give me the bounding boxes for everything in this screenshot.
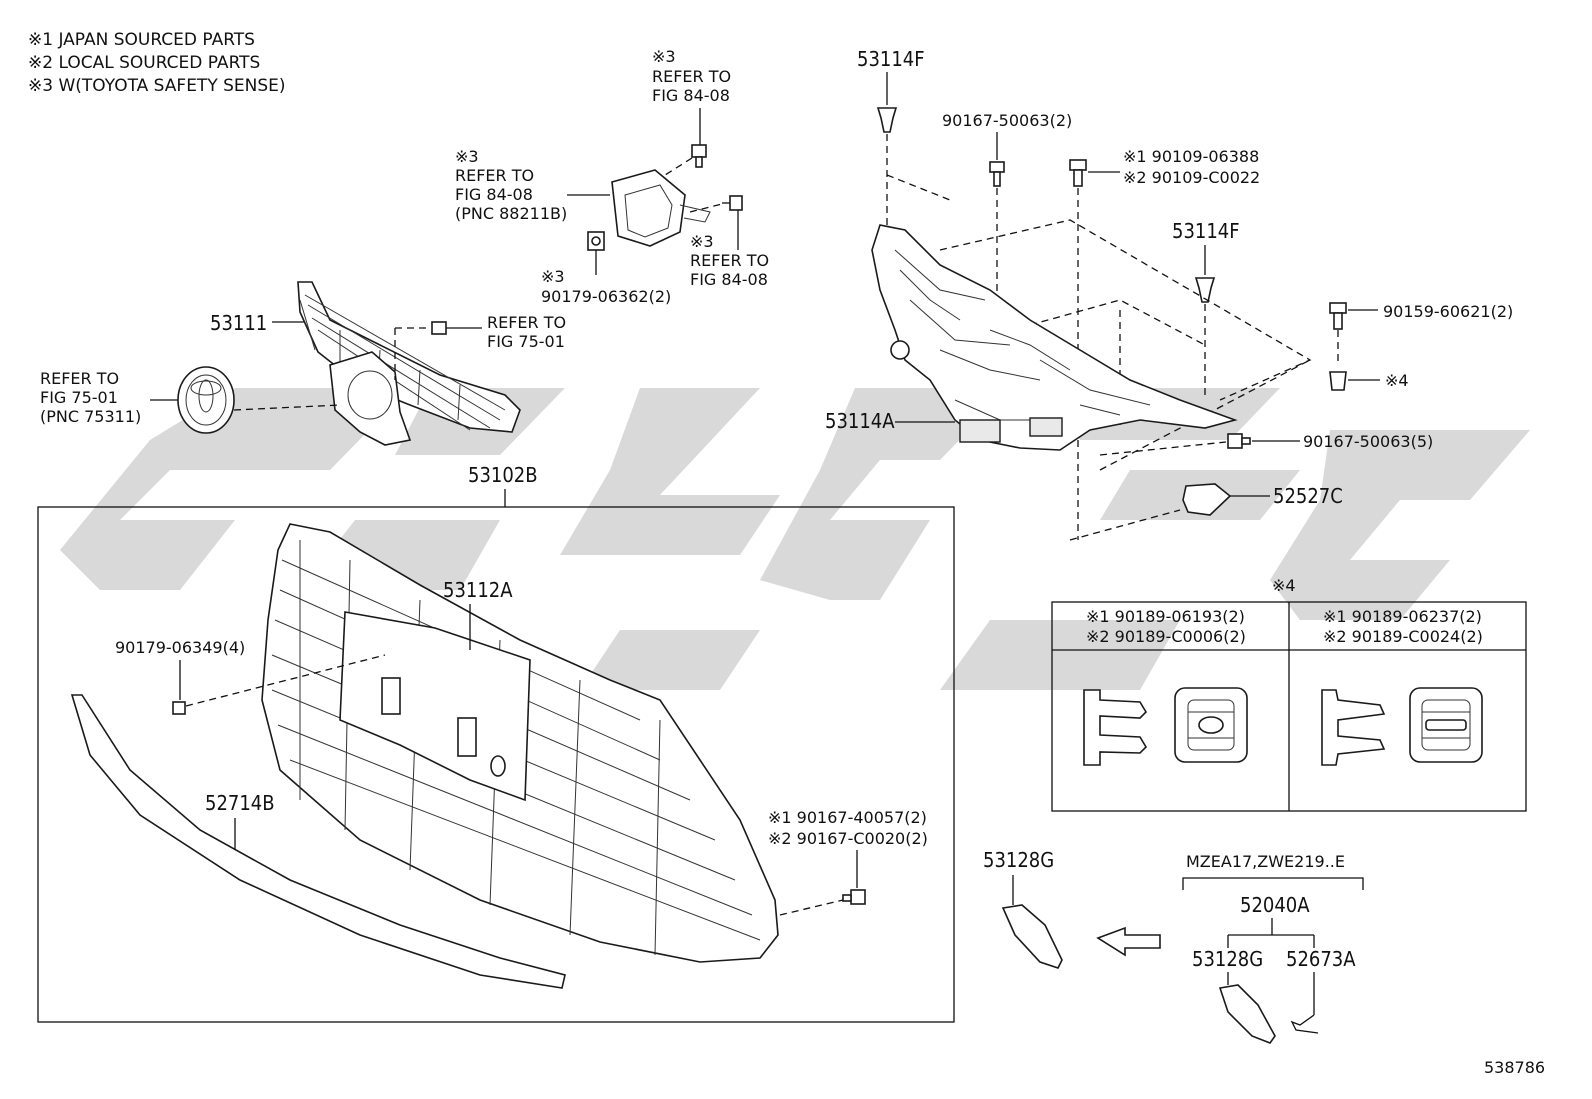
wire-52673A-shape	[1290, 1014, 1319, 1034]
label-90167-C0020: ※2 90167-C0020(2)	[768, 829, 928, 848]
sensor-bolt-fig: FIG 84-08	[652, 86, 730, 105]
bolt-90167-40057-icon	[842, 889, 866, 905]
emblem-refer: REFER TO	[40, 369, 119, 388]
label-53128G-right: 53128G	[1192, 947, 1263, 971]
sensor-bolt-mark: ※3	[652, 47, 676, 66]
label-90167-50063-5: 90167-50063(5)	[1303, 432, 1433, 451]
clip-53114F-top-icon	[876, 107, 898, 133]
clip-front-view-1-icon	[1174, 687, 1248, 763]
label-53114A: 53114A	[825, 409, 895, 433]
clip-53114F-mid-icon	[1194, 277, 1216, 303]
clip-x4-icon	[1329, 371, 1347, 391]
emblem-fig: FIG 75-01	[40, 388, 118, 407]
x4-col1-line2: ※2 90189-C0006(2)	[1086, 627, 1246, 646]
nut-mark: ※3	[541, 267, 565, 286]
lower-molding-shape	[70, 694, 566, 989]
label-90159-60621: 90159-60621(2)	[1383, 302, 1513, 321]
grille-assembly-box	[37, 506, 955, 1023]
figure-number: 538786	[1484, 1058, 1545, 1077]
sensor-right-mark: ※3	[690, 232, 714, 251]
label-90167-50063-2: 90167-50063(2)	[942, 111, 1072, 130]
cover-53128G-left-shape	[1001, 904, 1063, 969]
bolt-90159-icon	[1329, 302, 1347, 330]
sensor-nut-icon	[587, 231, 605, 251]
clip-side-view-2-icon	[1321, 689, 1386, 766]
x4-col2-line2: ※2 90189-C0024(2)	[1323, 627, 1483, 646]
x4-col2-line1: ※1 90189-06237(2)	[1323, 607, 1482, 626]
clip-front-view-2-icon	[1409, 687, 1483, 763]
toyota-emblem-icon	[177, 366, 235, 434]
nut-part-number: 90179-06362(2)	[541, 287, 671, 306]
grille-fig: FIG 75-01	[487, 332, 565, 351]
label-90109-06388: ※1 90109-06388	[1123, 147, 1259, 166]
sensor-pnc: (PNC 88211B)	[455, 204, 567, 223]
upper-grille-shape	[297, 281, 521, 433]
label-53114F-top: 53114F	[857, 47, 925, 71]
label-52714B: 52714B	[205, 791, 275, 815]
clip-side-view-1-icon	[1083, 689, 1148, 766]
upper-grille-group: 53111 REFER TO FIG 75-01 REFER TO FIG 75…	[40, 281, 566, 446]
sensor-fig: FIG 84-08	[455, 185, 533, 204]
radar-sensor-icon	[611, 169, 711, 247]
sensor-right-fig: FIG 84-08	[690, 270, 768, 289]
sensor-cover-group: 53128G MZEA17,ZWE219..E 52040A 53128G 52…	[983, 848, 1364, 1044]
sensor-refer: REFER TO	[455, 166, 534, 185]
radar-sensor-group: ※3 REFER TO FIG 84-08 ※3 REFER TO FIG 84…	[455, 47, 769, 306]
label-52040A: 52040A	[1240, 893, 1310, 917]
note-toyota-safety-sense: ※3 W(TOYOTA SAFETY SENSE)	[28, 76, 286, 96]
x4-table-title: ※4	[1272, 576, 1296, 595]
sensor-right-refer: REFER TO	[690, 251, 769, 270]
label-90109-C0022: ※2 90109-C0022	[1123, 168, 1260, 187]
note-local-sourced: ※2 LOCAL SOURCED PARTS	[28, 53, 260, 73]
label-90167-40057: ※1 90167-40057(2)	[768, 808, 927, 827]
bracket-52527C-icon	[1182, 483, 1232, 516]
emblem-pnc: (PNC 75311)	[40, 407, 141, 426]
radiator-grille-group: 53102B 53112A 90179-06349(4) 52714B ※1 9…	[37, 463, 955, 1023]
x4-col1-line1: ※1 90189-06193(2)	[1086, 607, 1245, 626]
grille-refer: REFER TO	[487, 313, 566, 332]
label-52527C: 52527C	[1273, 484, 1343, 508]
direction-arrow-icon	[1096, 926, 1161, 957]
bolt-90167-icon	[989, 161, 1005, 187]
sensor-mark: ※3	[455, 147, 479, 166]
nut-90179-icon	[172, 701, 186, 715]
x4-clip-table: ※4 ※1 90189-06193(2) ※2 90189-C0006(2) ※…	[1051, 576, 1527, 812]
label-52673A: 52673A	[1286, 947, 1356, 971]
grille-center-panel	[339, 611, 531, 802]
label-53112A: 53112A	[443, 578, 513, 602]
cover-53128G-right-shape	[1218, 984, 1276, 1044]
sensor-right-bolt-icon	[722, 195, 743, 211]
label-x4-clip: ※4	[1385, 371, 1409, 390]
label-53114F-mid: 53114F	[1172, 219, 1240, 243]
sensor-bolt-icon	[691, 144, 707, 168]
label-53111: 53111	[210, 311, 267, 335]
label-53128G-left: 53128G	[983, 848, 1054, 872]
label-53102B: 53102B	[468, 463, 538, 487]
support-bracket-group: 53114F 90167-50063(2) ※1 90109-06388 ※2 …	[825, 47, 1513, 541]
sensor-bolt-refer: REFER TO	[652, 67, 731, 86]
label-model-codes: MZEA17,ZWE219..E	[1186, 852, 1345, 871]
note-japan-sourced: ※1 JAPAN SOURCED PARTS	[28, 30, 255, 50]
emblem-mount-shape	[329, 351, 412, 446]
grille-clip-icon	[431, 321, 447, 335]
bolt-90167-5-icon	[1227, 433, 1251, 449]
bolt-90109-icon	[1069, 159, 1087, 187]
label-90179-06349: 90179-06349(4)	[115, 638, 245, 657]
